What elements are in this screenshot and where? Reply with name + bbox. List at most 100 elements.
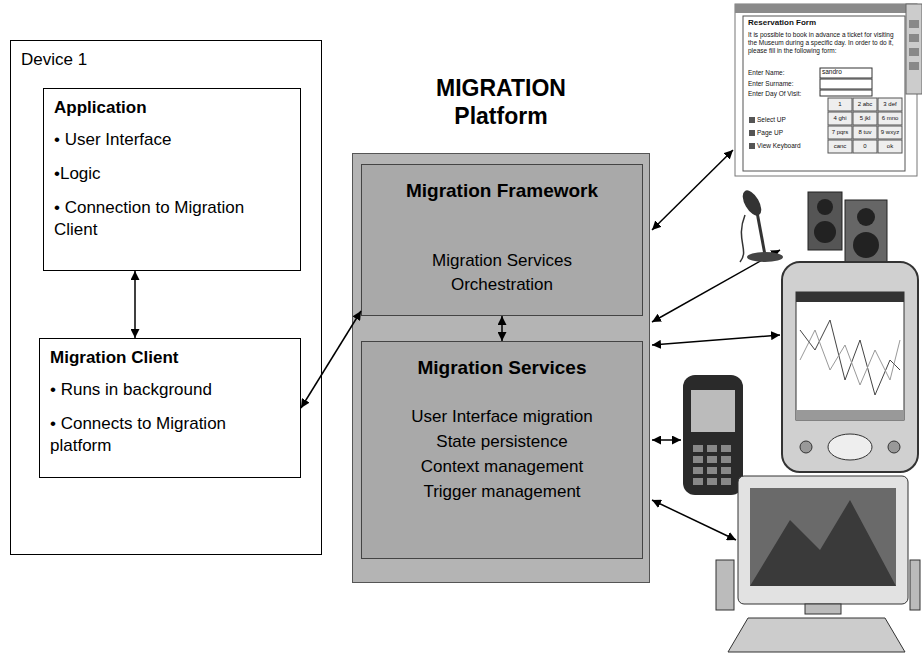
computer-icon [738,476,908,604]
screenshot-label: 8 tuv [853,126,877,139]
form-screenshot [878,126,902,139]
pda-icon [782,262,918,472]
form-text: Enter Surname: [748,80,818,88]
speaker-icon [853,232,879,258]
pda-icon [828,434,872,460]
form-text: 1 [828,98,852,111]
phone-icon [693,445,703,452]
screenshot-label: 1 [828,98,852,111]
screenshot-label: It is possible to book in advance a tick… [748,31,904,55]
microphone-icon [739,187,765,218]
form-screenshot [735,4,917,176]
phone-icon [693,456,703,463]
screenshot-label: Select UP [757,115,823,124]
phone-icon [721,445,731,452]
pda-icon [800,441,812,453]
link-arrow [652,500,736,540]
pda-icon [800,320,900,395]
computer-icon [750,500,896,586]
platform-box: MIGRATION PlatformMigration FrameworkMig… [352,153,650,583]
phone-icon [683,375,743,495]
phone-icon [691,390,735,432]
phone-icon [693,478,703,485]
speaker-icon [808,192,887,264]
form-screenshot [749,130,755,136]
form-screenshot [878,98,902,111]
computer-icon [805,604,841,614]
services-box: Migration ServicesUser Interface migrati… [361,341,643,559]
speaker-icon [817,199,833,215]
connector-arrow [501,316,503,341]
framework-box: Migration FrameworkMigration Services Or… [361,164,643,316]
phone-icon [683,375,743,495]
screenshot-label: 0 [853,140,877,153]
phone-icon [707,467,717,474]
microphone-icon [757,212,765,255]
form-screenshot [878,112,902,125]
screenshot-label: Enter Surname: [748,80,818,88]
form-screenshot [749,117,755,149]
form-screenshot [749,143,755,149]
form-screenshot [853,140,877,153]
client-box: Migration Client• Runs in background• Co… [39,338,301,478]
box-heading: Device 1 [21,49,311,71]
form-text: 8 tuv [853,126,877,139]
box-heading: Migration Framework [370,179,634,203]
form-text: Enter Name: [748,69,818,77]
box-heading: Migration Client [50,347,290,369]
microphone-icon [740,215,745,262]
screenshot-label: canc [828,140,852,153]
form-text: ok [878,140,902,153]
form-screenshot [735,4,917,13]
screenshot-label: 9 wxyz [878,126,902,139]
phone-icon [721,467,731,474]
box-text: Context management [370,454,634,479]
form-screenshot [909,20,919,28]
form-screenshot [749,117,755,123]
form-text: Page UP [757,128,823,137]
box-text: • User Interface [54,129,290,151]
screenshot-label: 5 jkl [853,112,877,125]
box-heading: MIGRATION Platform [416,74,586,130]
box-text: • Runs in background [50,379,290,401]
form-text: 9 wxyz [878,126,902,139]
speaker-icon [857,208,875,226]
form-screenshot [828,140,852,153]
form-text: sandro [822,68,870,76]
box-text: State persistence [370,429,634,454]
form-text: 7 pqrs [828,126,852,139]
form-screenshot [906,4,922,94]
connector-arrow [134,271,136,338]
screenshot-label: Enter Name: [748,69,818,77]
box-text: •Logic [54,163,290,185]
form-text: 0 [853,140,877,153]
screenshot-label: 6 mno [878,112,902,125]
box-heading: Application [54,97,290,119]
form-text: canc [828,140,852,153]
form-screenshot [820,79,872,89]
microphone-icon [739,187,783,262]
pda-icon [800,330,900,385]
pda-icon [796,292,904,302]
form-screenshot [878,140,902,153]
phone-icon [693,445,731,485]
form-screenshot [828,126,852,139]
speaker-icon [808,192,842,250]
phone-icon [707,478,717,485]
pda-icon [888,441,900,453]
form-screenshot [743,16,905,171]
form-text: 2 abc [853,98,877,111]
screenshot-label: 4 ghi [828,112,852,125]
screenshot-label: sandro [822,68,870,76]
form-screenshot [828,98,902,153]
device-box: Device 1 Application • User Interface •Logi… [10,40,322,555]
phone-icon [721,456,731,463]
screenshot-label: Page UP [757,128,823,137]
form-screenshot [909,48,919,56]
box-text: Migration Services Orchestration [402,249,602,297]
screenshot-label: ok [878,140,902,153]
form-text: Reservation Form [748,18,898,28]
form-text: View Keyboard [757,141,823,150]
form-screenshot [735,4,922,176]
